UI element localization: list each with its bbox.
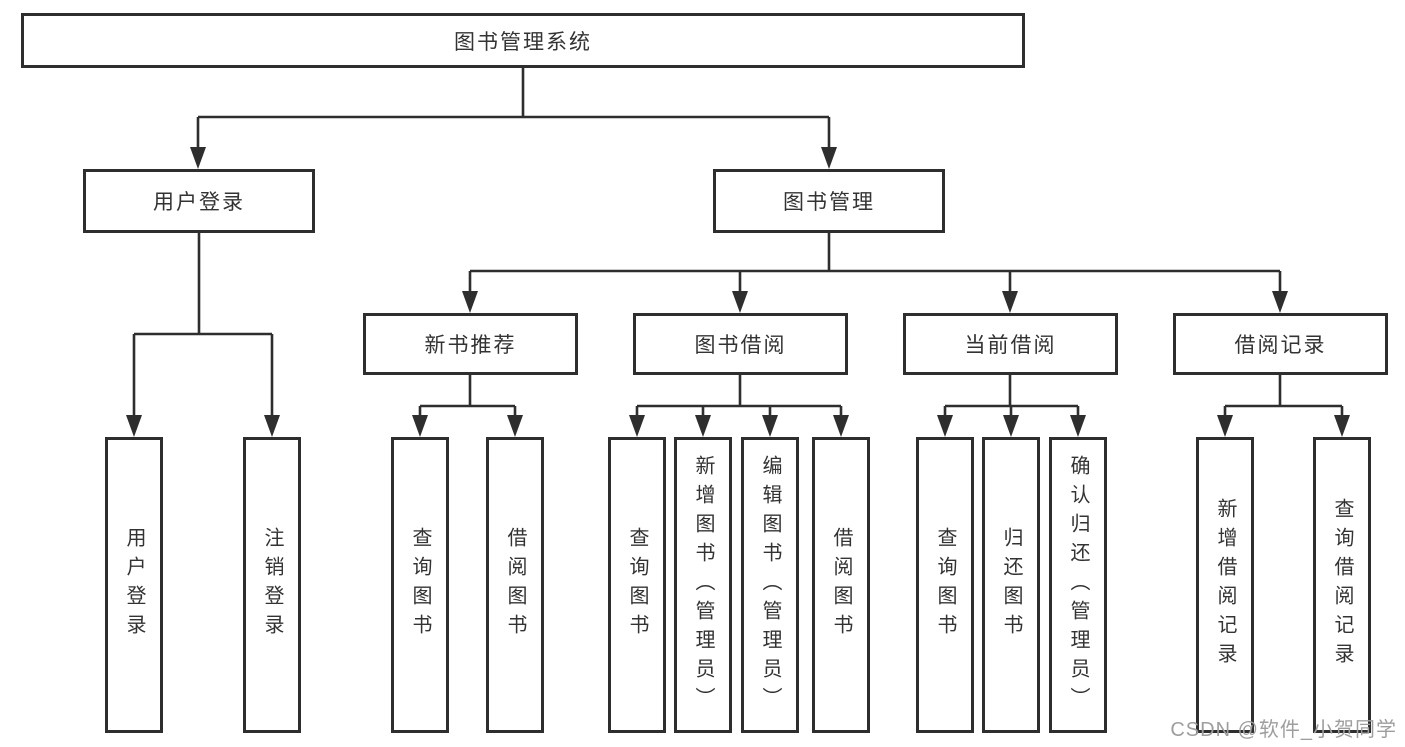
leaf-query-books-recommend: 查询图书 (391, 437, 449, 733)
arrow-down-icon (412, 415, 428, 437)
arrow-down-icon (762, 415, 778, 437)
leaf-query-books-current: 查询图书 (916, 437, 974, 733)
node-label: 编辑图书（管理员） (759, 454, 781, 716)
node-label: 当前借阅 (964, 334, 1057, 357)
node-label: 借阅图书 (830, 527, 852, 643)
node-label: 用户登录 (153, 191, 245, 214)
leaf-borrow-books-recommend: 借阅图书 (486, 437, 544, 733)
edge-userlogin-stem (132, 233, 274, 416)
node-label: 归还图书 (1000, 527, 1022, 643)
leaf-add-borrow-record: 新增借阅记录 (1196, 437, 1254, 733)
edge-bookmgmt-stem (468, 233, 1282, 292)
arrow-down-icon (1002, 291, 1018, 313)
leaf-confirm-return-admin: 确认归还（管理员） (1049, 437, 1107, 733)
node-label: 借阅图书 (504, 527, 526, 643)
node-user-login: 用户登录 (83, 169, 315, 233)
node-new-book-recommend: 新书推荐 (363, 313, 578, 375)
node-label: 注销登录 (261, 527, 283, 643)
leaf-add-books-admin: 新增图书（管理员） (674, 437, 732, 733)
arrow-down-icon (1070, 415, 1086, 437)
arrow-down-icon (1334, 415, 1350, 437)
node-label: 新增图书（管理员） (692, 454, 714, 716)
arrow-down-icon (1003, 415, 1019, 437)
arrow-down-icon (507, 415, 523, 437)
node-label: 图书管理 (783, 191, 875, 214)
arrow-down-icon (695, 415, 711, 437)
arrow-down-icon (937, 415, 953, 437)
arrow-down-icon (126, 415, 142, 437)
arrow-down-icon (833, 415, 849, 437)
leaf-edit-books-admin: 编辑图书（管理员） (741, 437, 799, 733)
leaf-query-borrow-record: 查询借阅记录 (1313, 437, 1371, 733)
node-label: 查询图书 (934, 527, 956, 643)
arrow-down-icon (264, 415, 280, 437)
node-current-borrow: 当前借阅 (903, 313, 1118, 375)
edge-records-stem (1223, 375, 1344, 416)
arrow-down-icon (732, 291, 748, 313)
leaf-logout: 注销登录 (243, 437, 301, 733)
node-label: 查询借阅记录 (1331, 498, 1353, 672)
connector-group (132, 68, 1344, 416)
node-book-borrow: 图书借阅 (633, 313, 848, 375)
node-label: 查询图书 (626, 527, 648, 643)
leaf-query-books-borrow: 查询图书 (608, 437, 666, 733)
edge-currentborrow-stem (943, 375, 1080, 416)
edge-root-stem (196, 68, 831, 148)
leaf-user-login: 用户登录 (105, 437, 163, 733)
node-label: 图书借阅 (694, 334, 787, 357)
arrow-down-icon (190, 147, 206, 169)
node-label: 确认归还（管理员） (1067, 454, 1089, 716)
arrow-down-icon (821, 147, 837, 169)
node-borrow-records: 借阅记录 (1173, 313, 1388, 375)
arrow-down-icon (1217, 415, 1233, 437)
arrowheads (126, 147, 1350, 437)
node-root: 图书管理系统 (21, 13, 1025, 68)
arrow-down-icon (629, 415, 645, 437)
arrow-down-icon (462, 291, 478, 313)
arrow-down-icon (1272, 291, 1288, 313)
node-label: 借阅记录 (1234, 334, 1327, 357)
node-label: 新增借阅记录 (1214, 498, 1236, 672)
node-label: 查询图书 (409, 527, 431, 643)
leaf-return-books: 归还图书 (982, 437, 1040, 733)
edge-newbook-stem (418, 375, 517, 416)
node-book-management: 图书管理 (713, 169, 945, 233)
node-label: 新书推荐 (424, 334, 517, 357)
node-label: 用户登录 (123, 527, 145, 643)
node-label: 图书管理系统 (454, 30, 592, 54)
edge-bookborrow-stem (635, 375, 843, 416)
leaf-borrow-books: 借阅图书 (812, 437, 870, 733)
